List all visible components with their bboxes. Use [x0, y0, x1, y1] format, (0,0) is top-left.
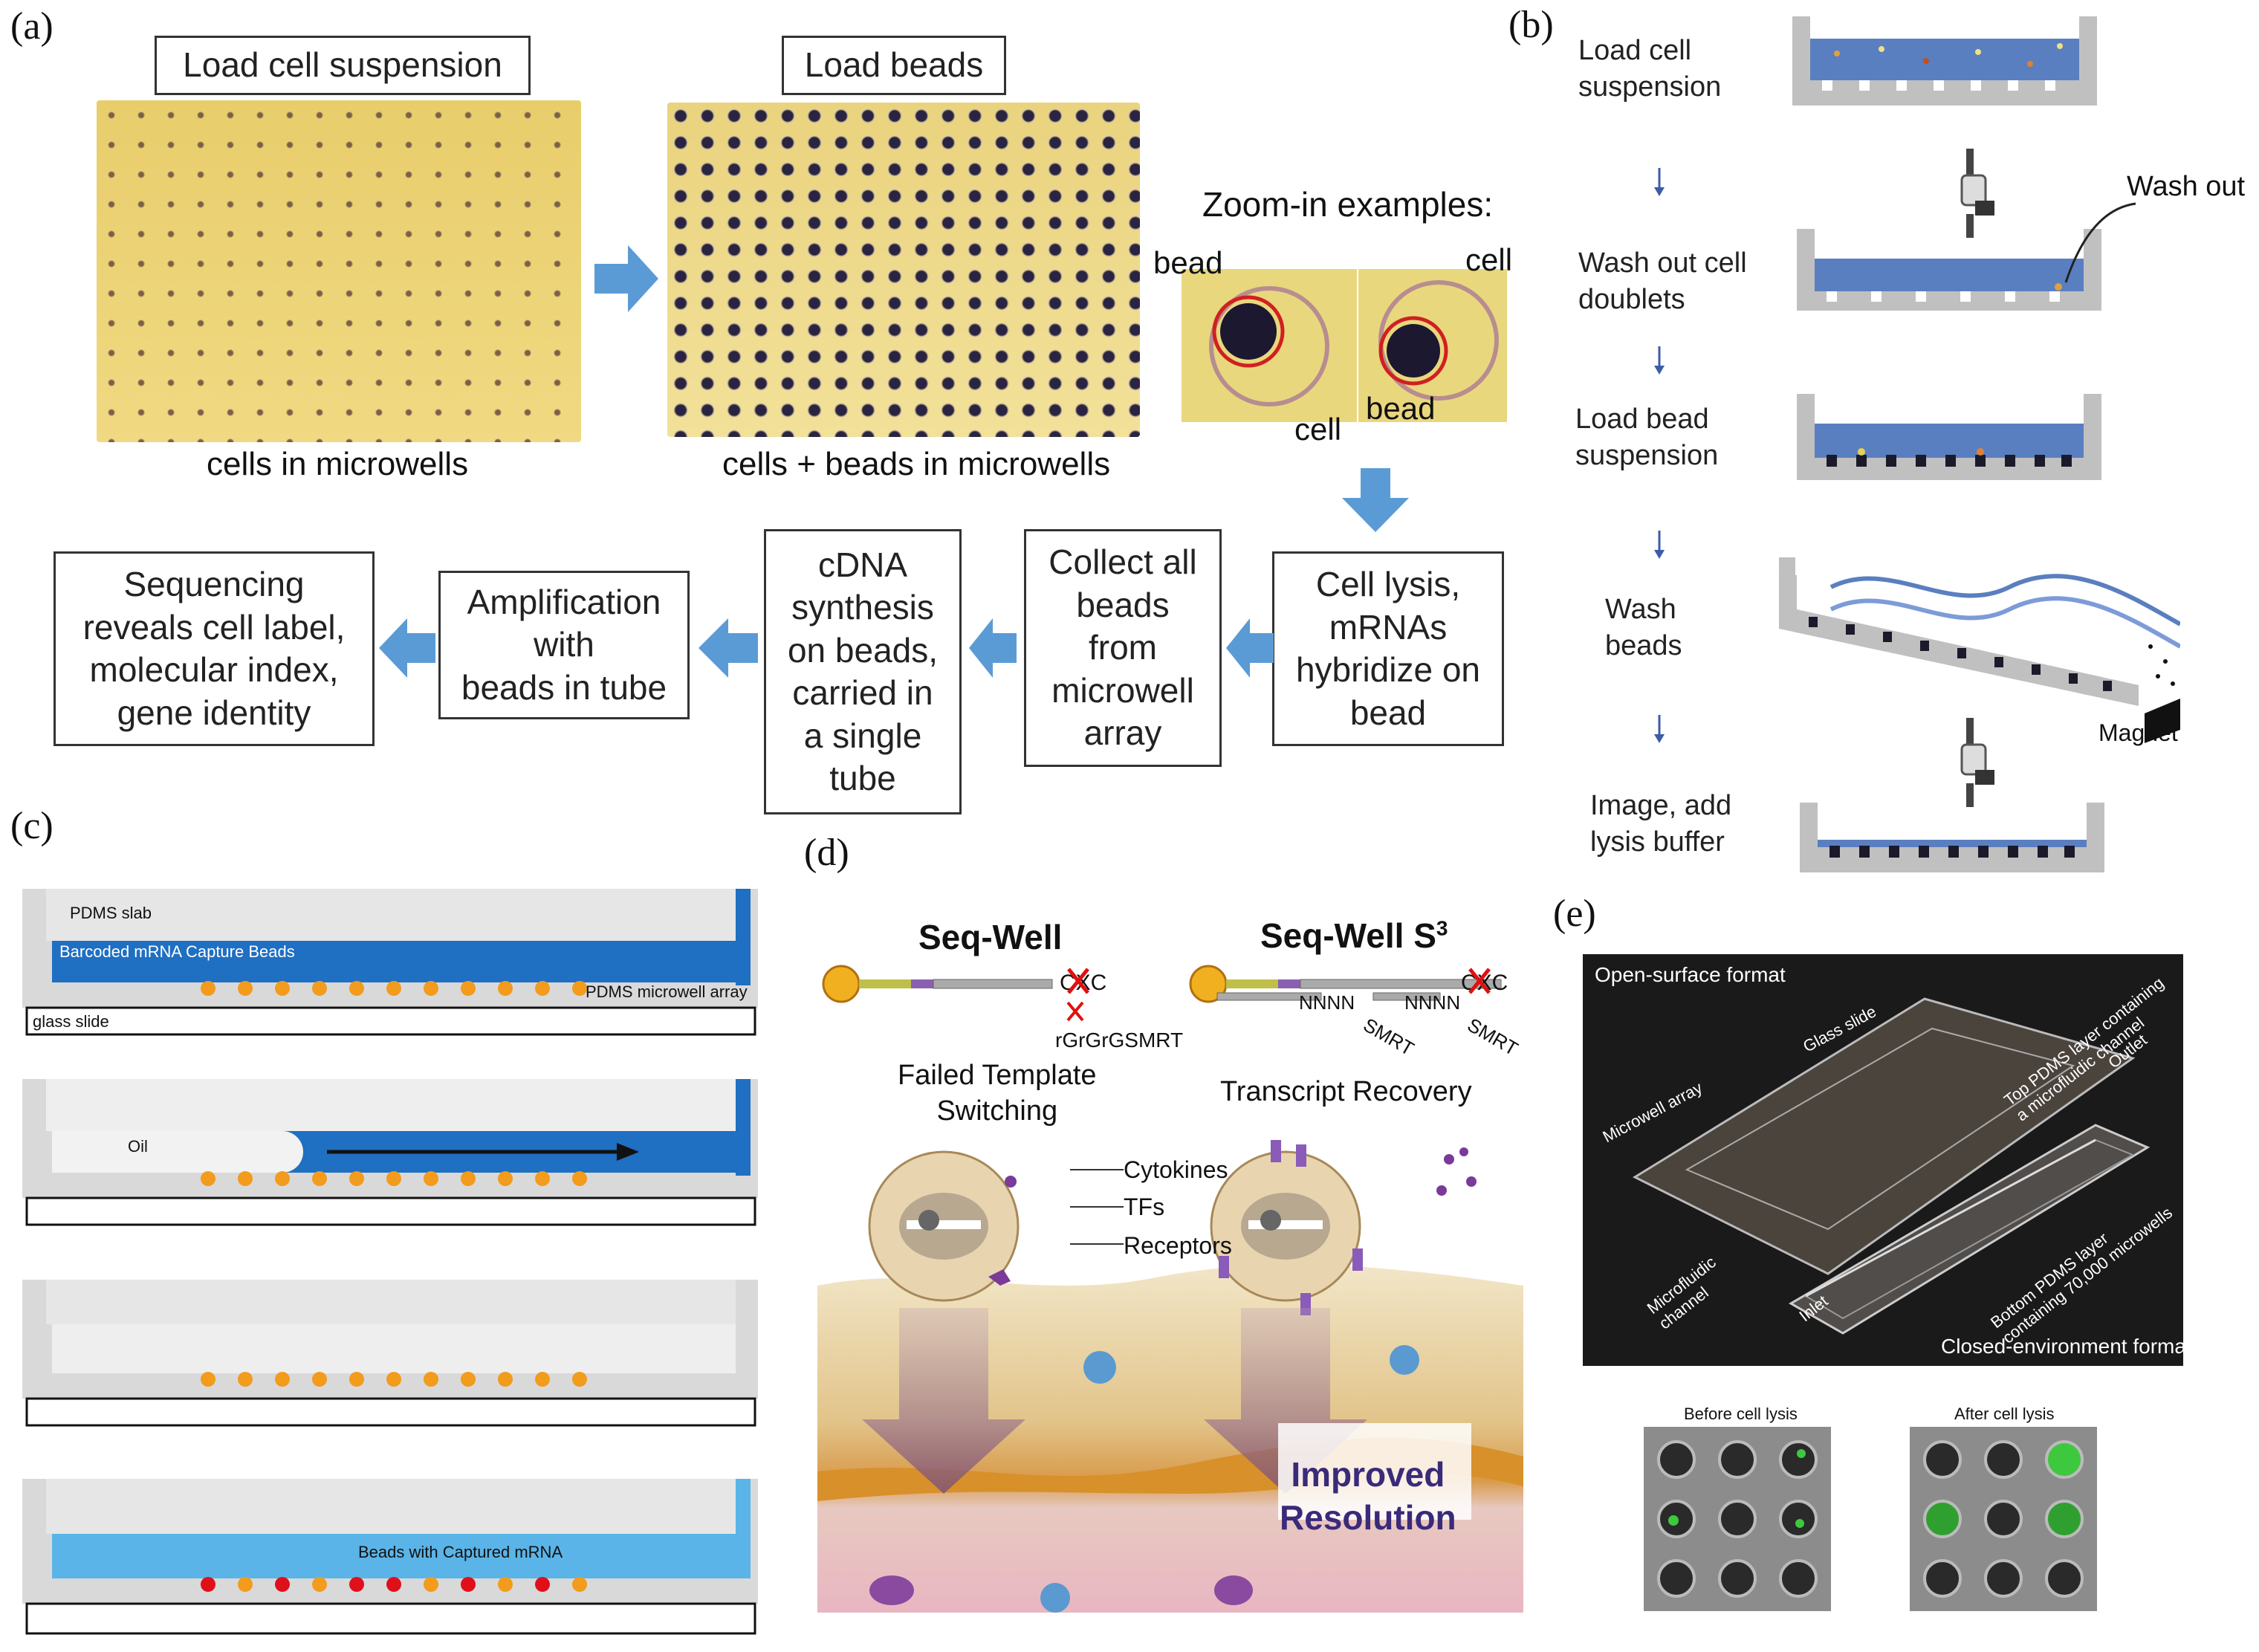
oil-label: Oil [128, 1137, 148, 1156]
legend-lines [1070, 1169, 1124, 1245]
cells-microwell-image [97, 100, 581, 442]
legend-receptors: Receptors [1124, 1232, 1232, 1259]
step-cell-lysis: Cell lysis, mRNAs hybridize on bead [1272, 551, 1504, 746]
arrow-left-icon [1226, 618, 1274, 678]
capture-beads-label: Barcoded mRNA Capture Beads [59, 942, 295, 961]
small-down-arrow-icon [1654, 168, 1665, 196]
small-down-arrow-icon [1654, 346, 1665, 375]
b-step-image-lysis: Image, add lysis buffer [1590, 790, 1732, 858]
captured-beads-label: Beads with Captured mRNA [358, 1543, 563, 1561]
tray-load-beads [1797, 394, 2101, 480]
step-sequencing: Sequencing reveals cell label, molecular… [54, 551, 375, 746]
c-diagram-2 [22, 1079, 758, 1226]
arrow-left-icon [699, 618, 758, 678]
load-beads-box: Load beads [782, 36, 1006, 95]
panel-d-label: (d) [804, 832, 849, 874]
zoom-label-cell-2: cell [1294, 412, 1342, 447]
wash-out-pointer [2064, 202, 2136, 283]
c-diagram-1 [22, 889, 758, 1036]
arrow-down-icon [1342, 468, 1409, 532]
cells-beads-caption: cells + beads in microwells [722, 446, 1111, 482]
pdms-slab-label: PDMS slab [70, 904, 152, 922]
small-down-arrow-icon [1654, 715, 1665, 743]
rgrgrg-label: rGrGrGSMRT [1055, 1029, 1184, 1052]
microscope-icon [1960, 718, 1994, 807]
legend-tfs: TFs [1124, 1193, 1165, 1220]
cross-icon [1468, 968, 1491, 994]
pdms-array-label: PDMS microwell array [586, 982, 748, 1001]
step-collect-beads: Collect all beads from microwell array [1024, 529, 1222, 767]
seqwell-s3-text: Seq-Well S [1260, 916, 1436, 955]
load-cells-box: Load cell suspension [155, 36, 531, 95]
failed-switching-label: Failed Template Switching [898, 1060, 1097, 1127]
c-diagram-4 [22, 1479, 758, 1635]
b-step-load-beads: Load bead suspension [1575, 404, 1719, 472]
improved-resolution-label: Improved Resolution [1280, 1455, 1456, 1537]
tray-wash-beads [1779, 557, 2180, 743]
cells-beads-microwell-image [667, 103, 1140, 437]
seqwell-title: Seq-Well [918, 918, 1063, 956]
cross-icon [1066, 1001, 1084, 1022]
nnnn-label-1: NNNN [1299, 991, 1355, 1014]
b-step-wash-doublets: Wash out cell doublets [1578, 247, 1747, 316]
zoom-label-bead-1: bead [1153, 245, 1223, 280]
device-photo [1583, 954, 2183, 1366]
before-lysis-label: Before cell lysis [1684, 1405, 1798, 1423]
seqwell-s3-oligo [1189, 965, 1502, 1003]
step-cdna-synthesis: cDNA synthesis on beads, carried in a si… [764, 529, 962, 814]
zoom-label-cell-1: cell [1465, 242, 1513, 277]
zoom-title: Zoom-in examples: [1202, 185, 1494, 224]
arrow-left-icon [969, 618, 1017, 678]
glass-slide-label: glass slide [33, 1012, 109, 1031]
cross-icon [1067, 968, 1089, 994]
panel-e-label: (e) [1553, 893, 1596, 935]
zoom-image-1 [1182, 269, 1357, 422]
transcript-recovery-label: Transcript Recovery [1220, 1076, 1472, 1107]
panel-a-label: (a) [10, 5, 54, 48]
zoom-label-bead-2: bead [1366, 391, 1436, 426]
tray-load-cells [1792, 16, 2097, 106]
arrow-right-icon [594, 245, 658, 312]
panel-b-label: (b) [1508, 4, 1554, 46]
panel-c-label: (c) [10, 805, 54, 847]
tissue-illustration [817, 1140, 1523, 1613]
small-down-arrow-icon [1654, 531, 1665, 559]
open-surface-label: Open-surface format [1595, 963, 1786, 986]
cells-caption: cells in microwells [207, 446, 469, 482]
b-step-wash-beads: Wash beads [1605, 594, 1682, 662]
seqwell-oligo [822, 965, 1053, 1003]
tray-wash-doublets [1797, 229, 2101, 311]
tray-image-lysis [1800, 803, 2104, 872]
zoom-image-2 [1358, 269, 1507, 422]
after-lysis-label: After cell lysis [1954, 1405, 2055, 1423]
b-step-load-cells: Load cell suspension [1578, 35, 1722, 103]
microscope-icon [1960, 149, 1994, 238]
c-diagram-3 [22, 1280, 758, 1427]
seqwell-s3-title: Seq-Well S3 [1260, 916, 1448, 956]
wash-out-label: Wash out [2127, 171, 2246, 202]
after-lysis-image [1910, 1427, 2097, 1611]
before-lysis-image [1644, 1427, 1831, 1611]
closed-env-label: Closed-environment format [1941, 1335, 2192, 1358]
nnnn-label-2: NNNN [1404, 991, 1461, 1014]
seqwell-s3-sup: 3 [1436, 916, 1448, 940]
magnet-label: Magnet [2098, 719, 2178, 746]
legend-cytokines: Cytokines [1124, 1156, 1228, 1183]
arrow-left-icon [379, 618, 435, 678]
step-amplification: Amplification with beads in tube [438, 571, 690, 719]
